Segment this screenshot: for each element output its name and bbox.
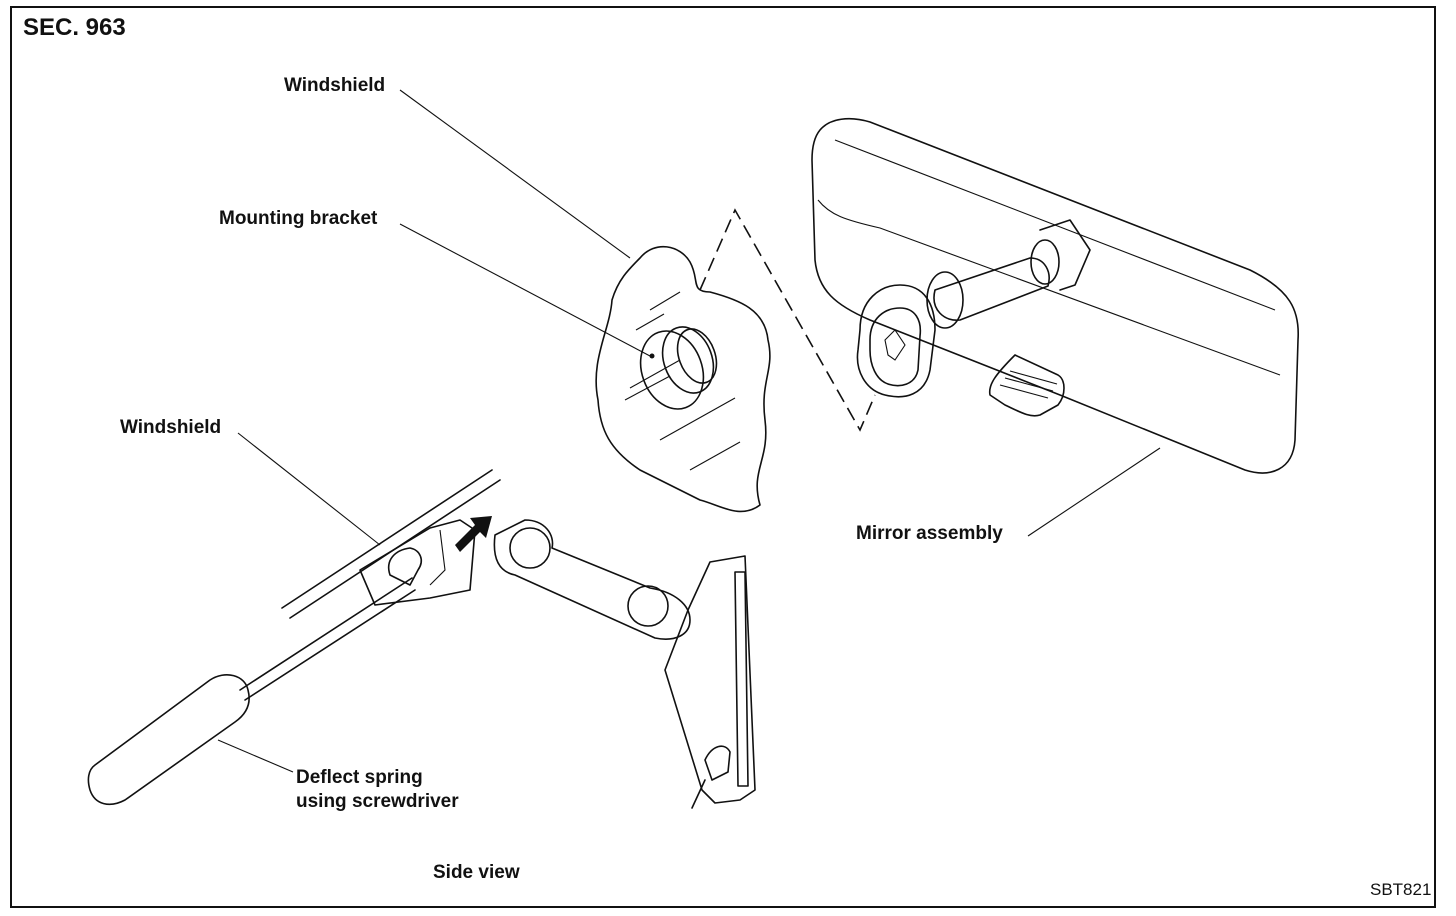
mirror-assembly-drawing (811, 117, 1300, 474)
push-arrow-icon (455, 516, 492, 552)
explode-guide-lines (699, 208, 876, 432)
leader-lines (217, 89, 1161, 773)
label-using-screwdriver: using screwdriver (296, 791, 459, 812)
mounting-bracket-drawing (639, 326, 718, 410)
label-windshield-top: Windshield (284, 75, 386, 96)
label-windshield-side: Windshield (120, 417, 222, 438)
label-mirror-assembly: Mirror assembly (856, 523, 1003, 544)
side-view-drawing (87, 469, 756, 809)
section-number: SEC. 963 (23, 14, 126, 41)
figure-code: SBT821 (1370, 880, 1432, 899)
label-deflect-spring: Deflect spring (296, 767, 423, 788)
windshield-patch-drawing (595, 245, 771, 513)
diagram-frame (10, 6, 1436, 908)
label-side-view: Side view (433, 862, 520, 883)
label-mounting-bracket: Mounting bracket (219, 208, 378, 229)
